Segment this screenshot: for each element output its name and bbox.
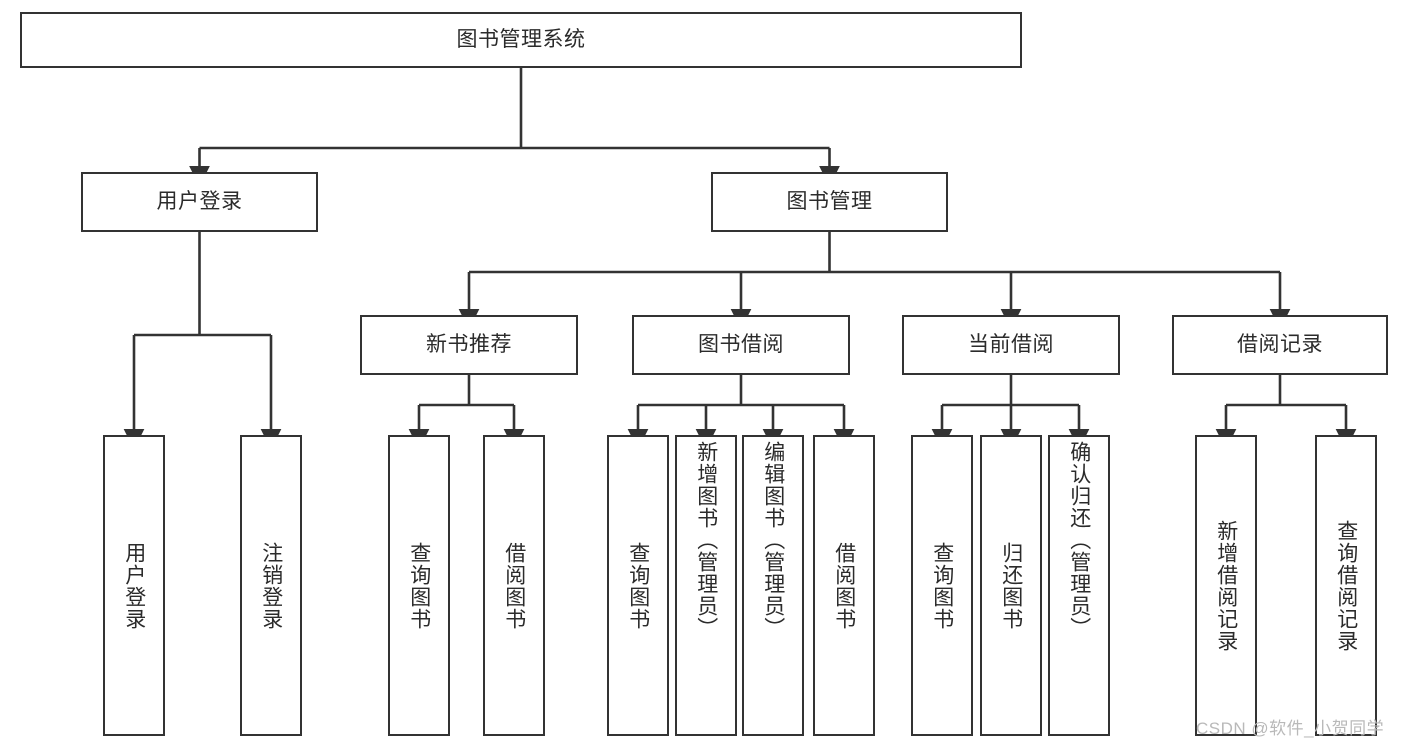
node-label: 用户登录 — [122, 541, 146, 630]
node-bookmgmt[interactable]: 图书管理 — [711, 172, 948, 232]
node-leaf-8[interactable]: 借阅图书 — [813, 435, 875, 736]
node-leaf-1[interactable]: 用户登录 — [103, 435, 165, 736]
node-leaf-10[interactable]: 归还图书 — [980, 435, 1042, 736]
node-leaf-7[interactable]: 编辑图书（管理员） — [742, 435, 804, 736]
node-label: 编辑图书（管理员） — [761, 441, 785, 639]
node-label: 查询图书 — [407, 541, 431, 630]
node-leaf-5[interactable]: 查询图书 — [607, 435, 669, 736]
node-label: 借阅图书 — [832, 541, 856, 630]
node-label: 借阅图书 — [502, 541, 526, 630]
node-leaf-3[interactable]: 查询图书 — [388, 435, 450, 736]
node-label: 查询图书 — [930, 541, 954, 630]
node-label: 图书管理系统 — [456, 27, 586, 51]
node-borrow[interactable]: 图书借阅 — [632, 315, 850, 375]
node-label: 查询借阅记录 — [1334, 519, 1358, 652]
node-label: 图书借阅 — [698, 332, 784, 356]
node-label: 查询图书 — [626, 541, 650, 630]
csdn-watermark: CSDN @软件_小贺同学 — [1196, 719, 1385, 738]
node-label: 新增借阅记录 — [1214, 519, 1238, 652]
node-label: 归还图书 — [999, 541, 1023, 630]
node-leaf-4[interactable]: 借阅图书 — [483, 435, 545, 736]
node-leaf-13[interactable]: 查询借阅记录 — [1315, 435, 1377, 736]
node-root[interactable]: 图书管理系统 — [20, 12, 1022, 68]
node-label: 用户登录 — [156, 189, 243, 213]
node-label: 新增图书（管理员） — [694, 441, 718, 639]
node-label: 图书管理 — [786, 189, 873, 213]
node-leaf-11[interactable]: 确认归还（管理员） — [1048, 435, 1110, 736]
node-current[interactable]: 当前借阅 — [902, 315, 1120, 375]
node-label: 确认归还（管理员） — [1067, 441, 1091, 639]
node-leaf-9[interactable]: 查询图书 — [911, 435, 973, 736]
node-label: 新书推荐 — [426, 332, 512, 356]
node-leaf-2[interactable]: 注销登录 — [240, 435, 302, 736]
node-newbook[interactable]: 新书推荐 — [360, 315, 578, 375]
node-label: 当前借阅 — [968, 332, 1054, 356]
node-leaf-12[interactable]: 新增借阅记录 — [1195, 435, 1257, 736]
node-login[interactable]: 用户登录 — [81, 172, 318, 232]
node-leaf-6[interactable]: 新增图书（管理员） — [675, 435, 737, 736]
node-label: 借阅记录 — [1237, 332, 1323, 356]
edge-group — [123, 68, 1357, 450]
node-records[interactable]: 借阅记录 — [1172, 315, 1388, 375]
node-label: 注销登录 — [259, 541, 283, 630]
